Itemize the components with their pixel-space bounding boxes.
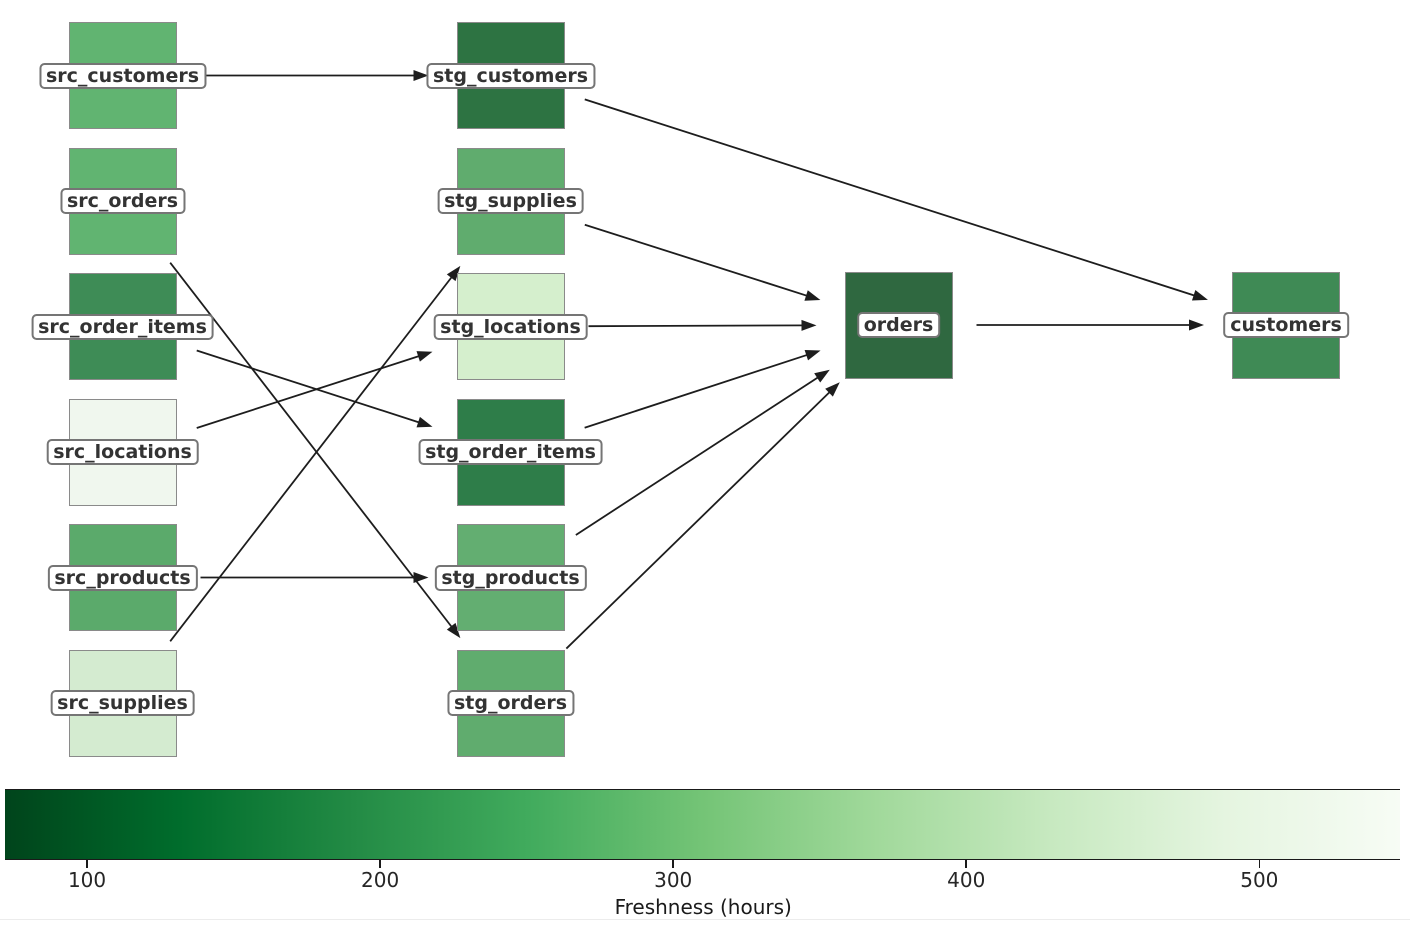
node-label-orders: orders: [856, 312, 941, 338]
colorbar-gradient: [5, 789, 1400, 860]
node-label-stg_locations: stg_locations: [433, 313, 588, 340]
node-label-stg_order_items: stg_order_items: [418, 439, 603, 465]
node-label-src_locations: src_locations: [46, 439, 199, 465]
colorbar-tick-200: [379, 860, 381, 868]
arrowhead-icon: [825, 382, 840, 397]
edge-src_locations-to-stg_locations: [196, 351, 433, 429]
colorbar-tick-300: [672, 860, 674, 868]
arrowhead-icon: [804, 349, 821, 361]
node-label-stg_products: stg_products: [434, 564, 587, 591]
edge-stg_orders-to-orders: [565, 382, 840, 650]
arrowhead-icon: [446, 265, 461, 282]
edge-src_customers-to-stg_customers: [200, 70, 429, 81]
edge-src_orders-to-stg_orders: [169, 262, 461, 639]
edge-stg_order_items-to-orders: [584, 349, 821, 429]
arrowhead-icon: [413, 70, 429, 81]
colorbar-tick-100: [86, 860, 88, 868]
node-label-src_customers: src_customers: [38, 62, 207, 89]
colorbar-tick-400: [965, 860, 968, 868]
node-label-customers: customers: [1223, 312, 1349, 338]
colorbar-axis-label: Freshness (hours): [614, 895, 792, 919]
colorbar-tick-500: [1258, 860, 1261, 868]
arrowhead-icon: [413, 572, 429, 583]
arrowhead-icon: [814, 369, 830, 383]
arrowhead-icon: [804, 290, 821, 301]
colorbar-tick-label-500: 500: [1240, 868, 1279, 892]
arrowhead-icon: [1191, 290, 1208, 301]
colorbar-tick-label-300: 300: [654, 868, 693, 892]
node-label-stg_customers: stg_customers: [425, 62, 596, 89]
arrowhead-icon: [801, 319, 817, 331]
edge-stg_products-to-orders: [575, 369, 830, 536]
arrowhead-icon: [1189, 319, 1204, 331]
node-label-stg_supplies: stg_supplies: [437, 188, 584, 214]
edge-src_supplies-to-stg_supplies: [169, 265, 461, 642]
edge-src_products-to-stg_products: [200, 572, 429, 583]
node-label-src_orders: src_orders: [59, 188, 186, 214]
edge-src_order_items-to-stg_order_items: [196, 349, 433, 428]
colorbar-tick-label-100: 100: [67, 868, 107, 892]
arrowhead-icon: [446, 622, 461, 639]
colorbar-tick-label-400: 400: [947, 868, 986, 892]
colorbar-tick-label-200: 200: [361, 868, 400, 892]
arrowhead-icon: [416, 416, 433, 428]
node-label-src_order_items: src_order_items: [31, 313, 214, 340]
node-label-src_supplies: src_supplies: [50, 690, 195, 716]
edge-stg_supplies-to-orders: [584, 223, 821, 301]
node-label-stg_orders: stg_orders: [446, 690, 575, 716]
edge-stg_locations-to-orders: [588, 319, 817, 331]
edge-stg_customers-to-customers: [584, 98, 1208, 301]
figure-bottom-border: [0, 919, 1410, 920]
node-label-src_products: src_products: [47, 564, 198, 591]
arrowhead-icon: [416, 351, 433, 362]
edge-orders-to-customers: [976, 319, 1204, 331]
